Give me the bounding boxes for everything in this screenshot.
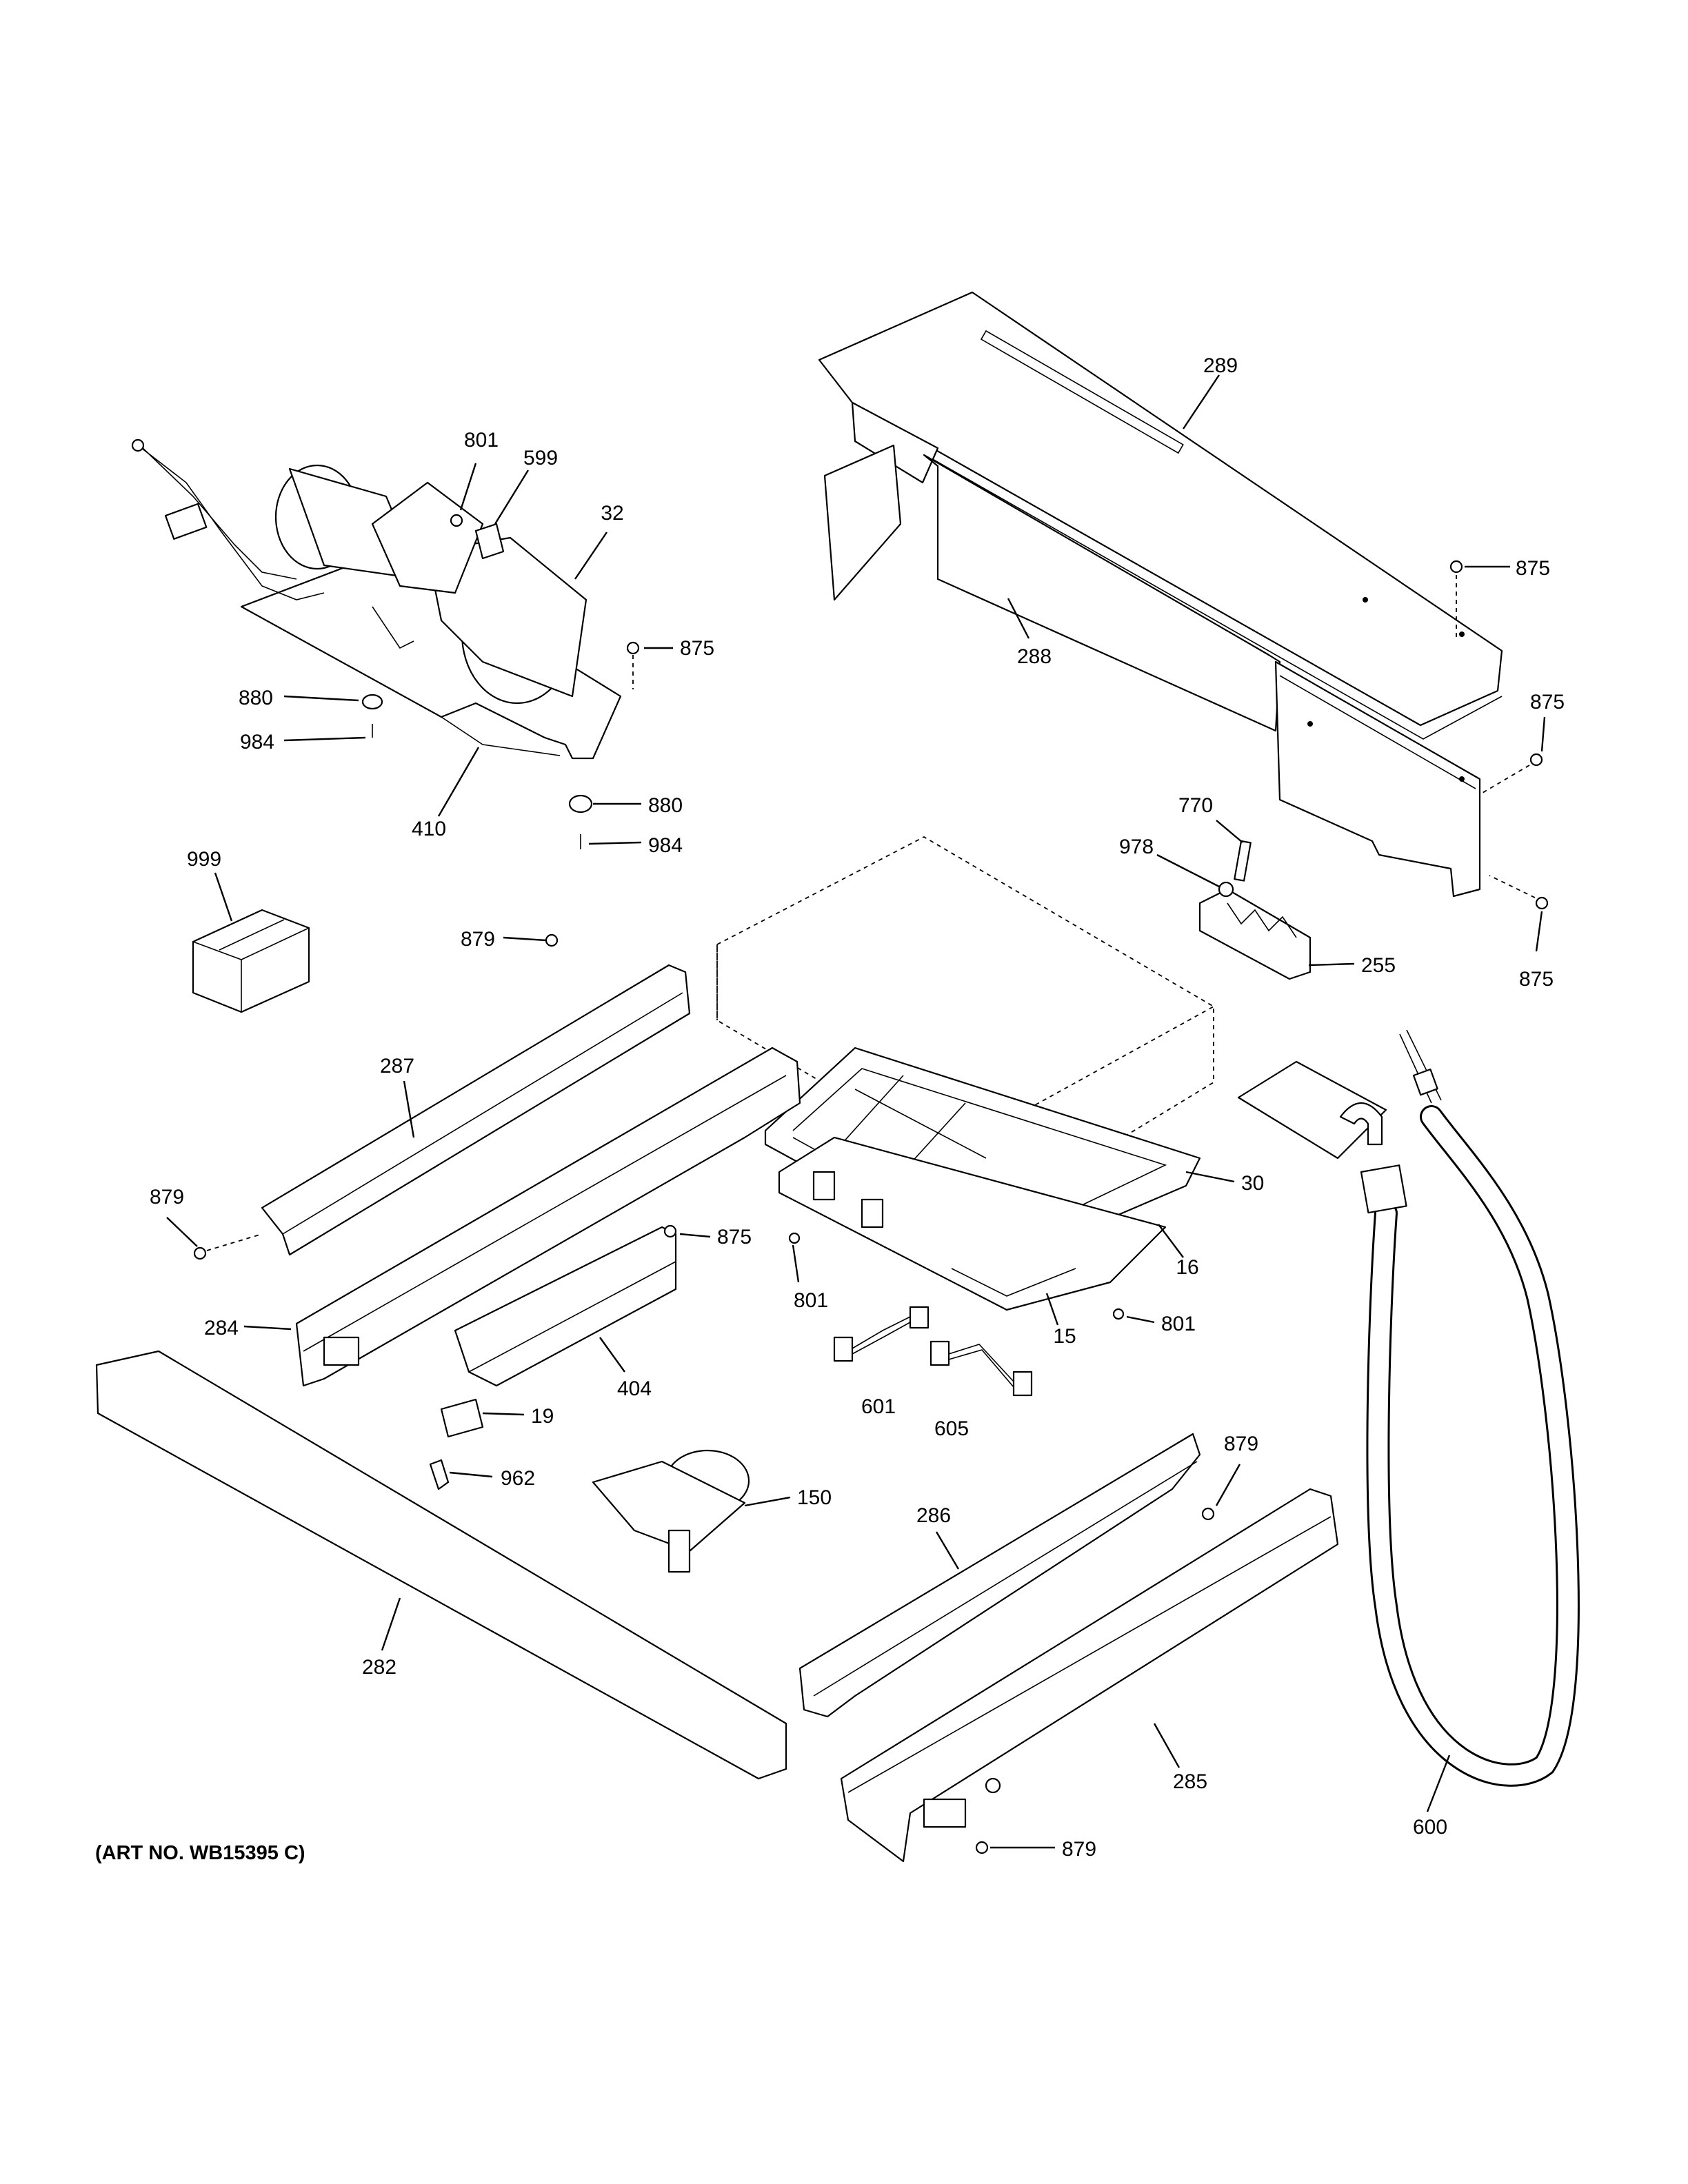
callout-16: 16 [1176, 1256, 1198, 1279]
part-15-board-cover [951, 1268, 1076, 1297]
callout-288: 288 [1017, 645, 1052, 668]
part-284-rail [295, 1046, 801, 1387]
part-875-screw-blower [626, 641, 640, 689]
callout-801: 801 [794, 1289, 828, 1312]
part-285-rail [840, 1488, 1339, 1863]
part-880-grommet-top [361, 694, 383, 738]
callout-879: 879 [1062, 1838, 1096, 1861]
callout-770: 770 [1178, 794, 1213, 817]
callout-32: 32 [601, 502, 623, 525]
art-number-caption: (ART NO. WB15395 C) [95, 1842, 305, 1864]
callout-962: 962 [501, 1467, 535, 1490]
callout-801: 801 [464, 429, 499, 452]
callout-282: 282 [362, 1656, 396, 1679]
part-879-screws-right [975, 1507, 1215, 1854]
part-880-grommet-lower [568, 794, 593, 849]
callout-287: 287 [380, 1055, 414, 1078]
part-288-rear-bracket [823, 401, 1481, 898]
callout-289: 289 [1203, 354, 1238, 377]
callout-875: 875 [717, 1226, 752, 1248]
callout-30: 30 [1241, 1172, 1264, 1195]
callout-999: 999 [187, 848, 221, 871]
part-282-front-trim [95, 1350, 787, 1780]
callout-875: 875 [1530, 691, 1565, 714]
callout-875: 875 [680, 637, 714, 660]
part-770-screw [1234, 840, 1252, 882]
part-599-bracket [474, 523, 505, 560]
callout-19: 19 [531, 1405, 554, 1428]
part-999-box [192, 909, 310, 1013]
part-16-control-board [778, 1136, 1167, 1311]
callout-286: 286 [916, 1504, 951, 1527]
callout-284: 284 [204, 1317, 239, 1339]
part-32-wire-harness [131, 438, 414, 649]
part-875-screws-right [1449, 560, 1549, 910]
callout-605: 605 [934, 1417, 969, 1440]
callout-801: 801 [1161, 1313, 1196, 1335]
callout-875: 875 [1516, 557, 1550, 580]
callout-404: 404 [617, 1377, 652, 1400]
part-978-nut [1218, 881, 1234, 898]
callout-15: 15 [1053, 1325, 1076, 1348]
callout-410: 410 [412, 818, 446, 840]
part-962-clip [429, 1459, 450, 1490]
callout-599: 599 [523, 447, 558, 469]
callout-879: 879 [461, 928, 495, 951]
part-255-terminal-block [1198, 888, 1312, 980]
part-19-component [440, 1398, 484, 1438]
part-404-duct [454, 1226, 677, 1387]
callout-879: 879 [150, 1186, 184, 1209]
leader-lines [166, 374, 1546, 1849]
callout-984: 984 [240, 731, 274, 754]
callout-880: 880 [648, 794, 683, 817]
part-600-hose-assembly [1237, 1029, 1580, 1787]
callout-601: 601 [861, 1395, 896, 1418]
callout-labels: 289 801 599 32 875 880 984 410 880 984 2… [150, 354, 1565, 1861]
part-287-rail [261, 964, 691, 1256]
part-150-timer [592, 1449, 750, 1573]
part-801-screws-board [788, 1232, 1125, 1320]
callout-150: 150 [797, 1486, 832, 1509]
part-32-blower-motor [164, 464, 587, 705]
part-601-harness [833, 1306, 930, 1362]
part-286-rail [798, 1433, 1201, 1718]
callout-285: 285 [1173, 1770, 1207, 1793]
part-801-screw [450, 514, 463, 527]
callout-879: 879 [1224, 1433, 1258, 1455]
callout-255: 255 [1361, 954, 1396, 977]
callout-880: 880 [239, 687, 273, 709]
callout-875: 875 [1519, 968, 1554, 991]
callout-600: 600 [1413, 1816, 1447, 1839]
callout-978: 978 [1119, 836, 1154, 858]
part-605-harness [930, 1340, 1033, 1397]
callout-984: 984 [648, 834, 683, 857]
